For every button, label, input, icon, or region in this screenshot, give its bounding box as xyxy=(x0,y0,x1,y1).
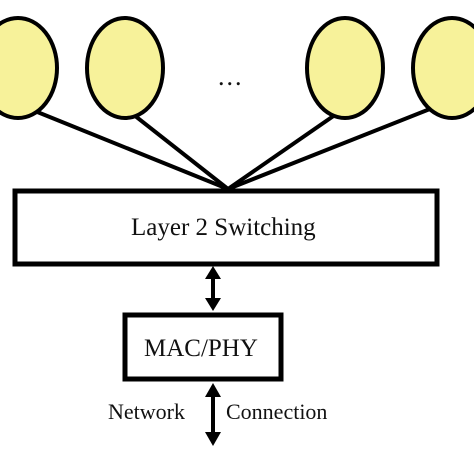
switch-box xyxy=(12,188,440,267)
link-node-1 xyxy=(19,103,229,191)
node-3 xyxy=(305,16,385,120)
mac-box xyxy=(122,312,284,382)
network-arrow-up-head xyxy=(205,383,221,397)
node-2 xyxy=(85,16,165,120)
mac-box-label: MAC/PHY xyxy=(144,335,258,362)
switch-box-label: Layer 2 Switching xyxy=(131,214,316,241)
link-node-2 xyxy=(123,106,230,191)
node-4 xyxy=(411,16,474,120)
link-node-3 xyxy=(226,106,347,191)
link-node-4 xyxy=(227,103,441,191)
node-1 xyxy=(0,16,59,120)
network-label: Network xyxy=(108,399,185,424)
switch-mac-arrow-down-head xyxy=(205,298,221,311)
connection-label: Connection xyxy=(226,399,328,424)
switch-mac-arrow-up-head xyxy=(205,266,221,279)
network-arrow-down-head xyxy=(205,432,221,446)
ellipsis-text: ... xyxy=(218,62,244,91)
